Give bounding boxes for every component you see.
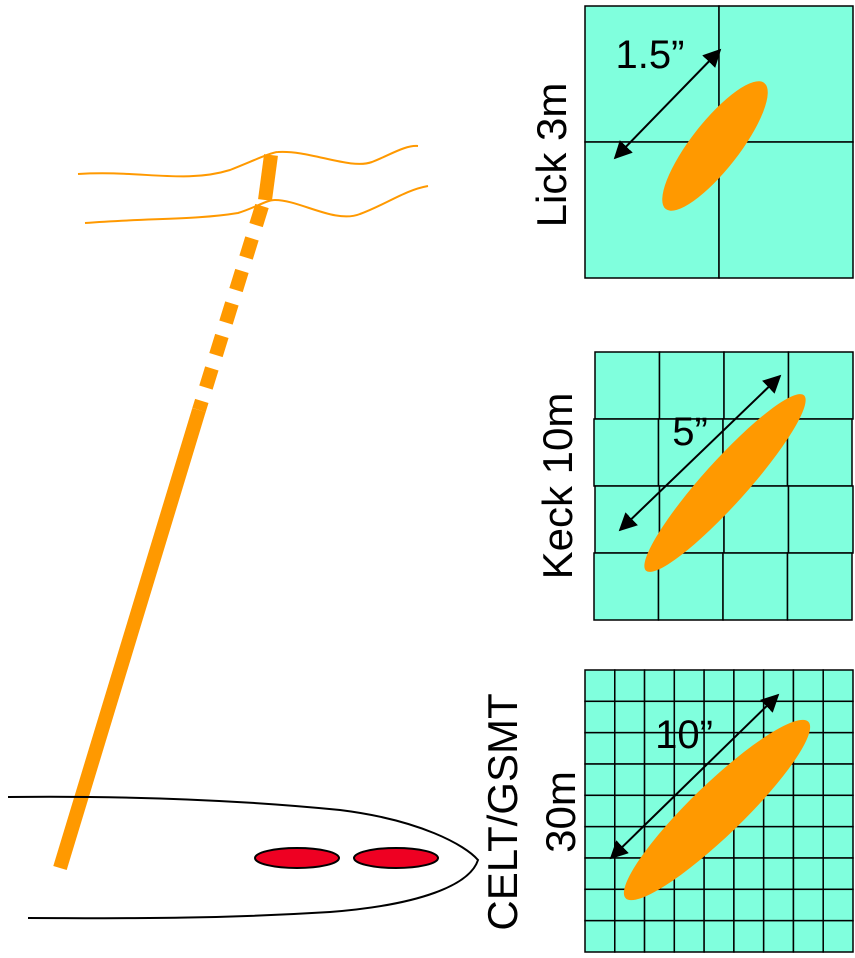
subaperture-tile: [594, 485, 661, 554]
telescope-panel: 5” Keck 10m: [534, 351, 854, 621]
subaperture-tile: [822, 731, 854, 765]
beam-top-segment: [258, 154, 278, 201]
subaperture-tile: [657, 552, 724, 621]
subaperture-tile: [614, 763, 646, 797]
subaperture-tile: [822, 919, 854, 953]
beam-dashed-segment: [192, 203, 269, 413]
subaperture-tile: [762, 857, 795, 891]
subaperture-tile: [673, 919, 705, 953]
subaperture-tile: [703, 857, 735, 891]
subaperture-tile: [762, 669, 795, 703]
telescope-outline: [7, 795, 480, 920]
double-headed-arrow: [609, 693, 780, 860]
subaperture-tile: [718, 141, 854, 279]
subaperture-tile: [822, 669, 854, 703]
subaperture-tile: [584, 763, 616, 797]
subaperture-tile: [584, 888, 616, 922]
subaperture-tile: [614, 825, 646, 859]
double-headed-arrow: [618, 374, 782, 532]
telescope-label: Lick 3m: [528, 83, 575, 228]
subaperture-tile: [614, 919, 646, 953]
spot-size-label: 5”: [672, 410, 708, 454]
subaperture-tile: [584, 825, 616, 859]
subaperture-tile: [762, 825, 795, 859]
subaperture-tile: [673, 888, 705, 922]
sodium-layer: [77, 144, 429, 224]
subaperture-tile: [584, 669, 616, 703]
subaperture-tile: [822, 794, 854, 828]
subaperture-tile: [762, 794, 795, 828]
subaperture-tile: [822, 857, 854, 891]
sodium-layer-lower-line: [84, 185, 429, 224]
subaperture-tile: [703, 919, 735, 953]
subaperture-tile: [792, 857, 824, 891]
subaperture-tile: [792, 669, 824, 703]
subaperture-tile: [584, 794, 616, 828]
subaperture-tile: [584, 857, 616, 891]
subaperture-tile: [762, 919, 795, 953]
subaperture-tile: [822, 825, 854, 859]
subaperture-tile: [614, 731, 646, 765]
laser-beam: [53, 154, 278, 871]
subaperture-tile: [792, 794, 824, 828]
subaperture-tile: [722, 552, 789, 621]
subaperture-tile: [643, 763, 676, 797]
subaperture-tile: [703, 669, 735, 703]
subaperture-tile: [762, 888, 795, 922]
telescope-panel: 1.5” Lick 3m: [528, 5, 854, 279]
red-spot-icon: [254, 847, 340, 869]
subaperture-tile: [733, 669, 765, 703]
subaperture-tile: [614, 700, 646, 734]
subaperture-tile: [593, 418, 660, 487]
telescope-label: CELT/GSMT: [479, 693, 526, 930]
double-headed-arrow: [613, 48, 722, 160]
subaperture-tile: [733, 857, 765, 891]
subaperture-tile: [584, 731, 616, 765]
spot-size-label: 10”: [655, 713, 713, 757]
subaperture-tile: [792, 888, 824, 922]
subaperture-tile: [614, 669, 646, 703]
spot-size-label: 1.5”: [616, 33, 685, 77]
subaperture-tile: [584, 700, 616, 734]
subaperture-tile: [703, 888, 735, 922]
subaperture-tile: [643, 669, 676, 703]
telescope-label-line2: 30m: [537, 771, 584, 853]
telescope-label: Keck 10m: [534, 393, 581, 580]
sodium-layer-upper-line: [77, 144, 419, 178]
subaperture-tile: [733, 700, 765, 734]
subaperture-tile: [822, 888, 854, 922]
subaperture-tile: [643, 919, 676, 953]
subaperture-tile: [822, 700, 854, 734]
subaperture-tile: [792, 919, 824, 953]
subaperture-tile: [733, 888, 765, 922]
subaperture-tile: [673, 669, 705, 703]
subaperture-tile: [733, 825, 765, 859]
subaperture-tile: [787, 485, 854, 554]
subaperture-tile: [658, 351, 725, 420]
beam-lower-segment: [53, 407, 206, 871]
subaperture-tile: [786, 418, 853, 487]
telescope-outline-curve: [7, 795, 480, 920]
subaperture-tile: [792, 763, 824, 797]
subaperture-tile: [614, 794, 646, 828]
subaperture-tile: [786, 552, 853, 621]
subaperture-tile: [594, 351, 661, 420]
red-spot-icon: [353, 847, 439, 869]
subaperture-tile: [792, 825, 824, 859]
subaperture-tile: [584, 919, 616, 953]
subaperture-tile: [733, 919, 765, 953]
subaperture-tile: [822, 763, 854, 797]
